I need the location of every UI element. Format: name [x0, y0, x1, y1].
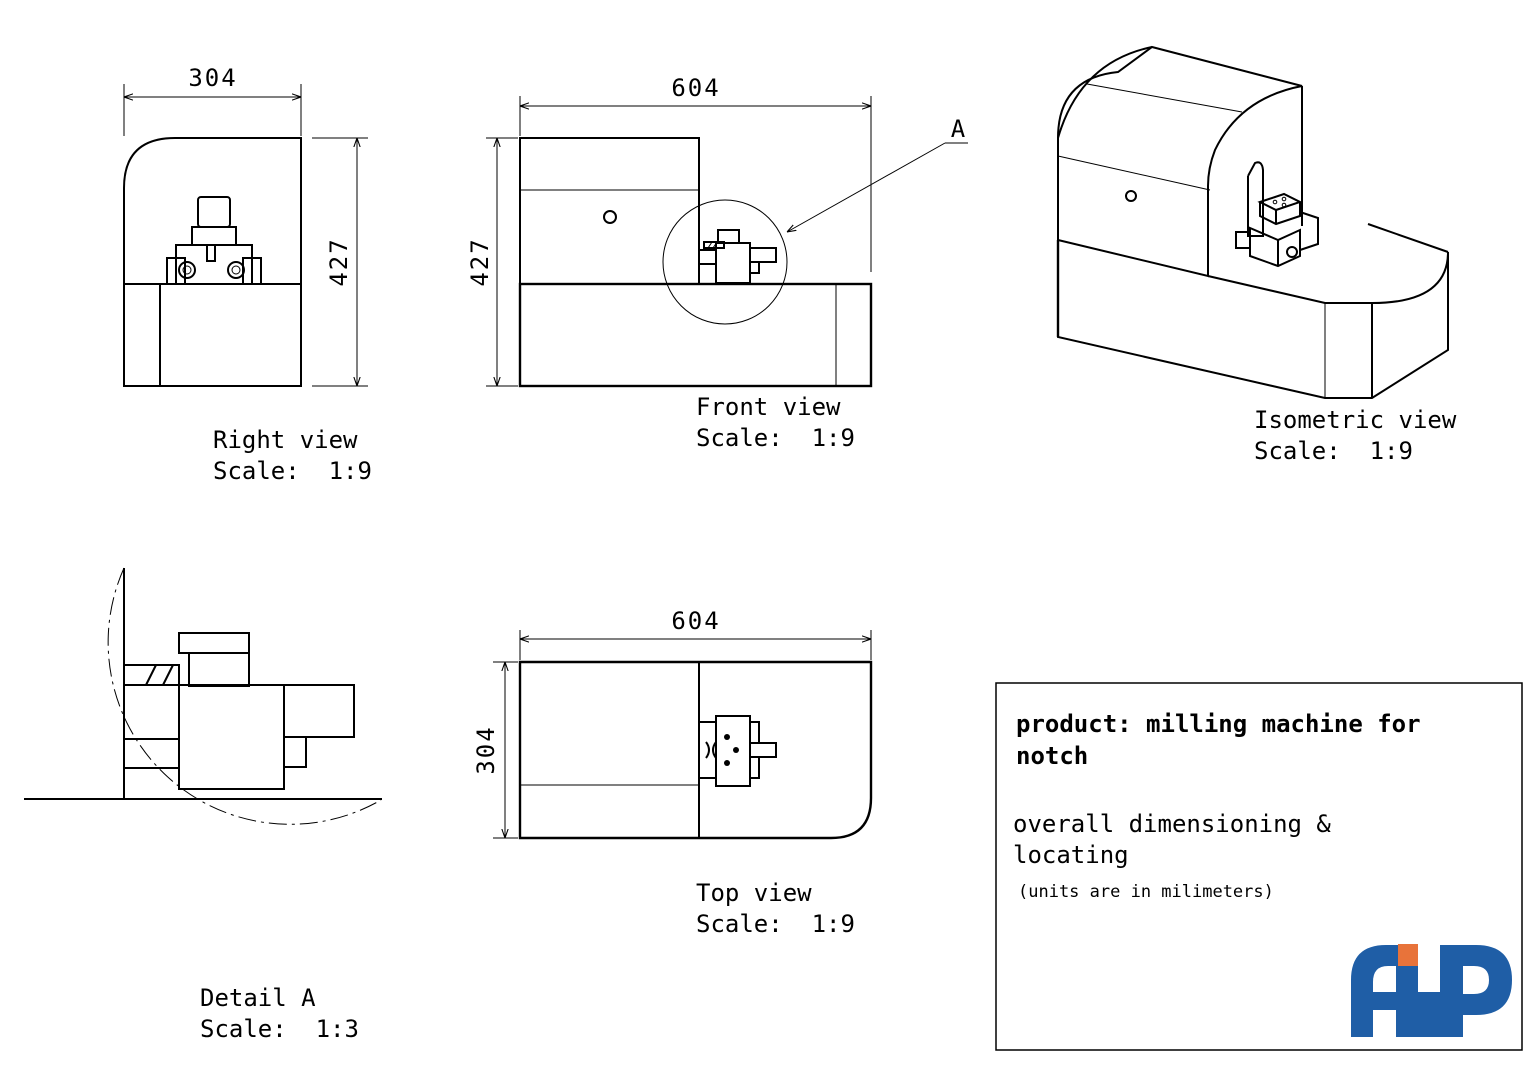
title-block-frame	[995, 682, 1523, 1051]
isometric-view-caption: Isometric view	[1254, 406, 1457, 434]
detail-a-view: Detail A Scale: 1:3	[24, 567, 382, 1043]
right-view-width-dimension: 304	[123, 64, 302, 136]
right-view: 304 427 Right view Scale: 1:9	[123, 64, 372, 485]
iso-housing-outline	[1057, 45, 1303, 240]
front-view-base	[518, 282, 873, 388]
right-view-scale: Scale: 1:9	[213, 457, 372, 485]
front-view-scale: Scale: 1:9	[696, 424, 855, 452]
top-view-outline	[518, 660, 873, 840]
detail-a-caption: Detail A	[200, 984, 316, 1012]
right-view-fixture	[166, 196, 262, 285]
top-view-width-label: 604	[671, 607, 720, 635]
right-view-width-label: 304	[188, 64, 237, 92]
front-view-hole	[603, 210, 617, 224]
title-block-units-note: (units are in milimeters)	[1018, 882, 1274, 902]
top-view-caption: Top view	[696, 879, 812, 907]
detail-a-callout-label: A	[951, 115, 967, 143]
right-view-height-dimension: 427	[312, 137, 368, 387]
front-view-width-dimension: 604	[519, 74, 872, 272]
top-view-fixture	[699, 715, 777, 787]
top-view-scale: Scale: 1:9	[696, 910, 855, 938]
top-view-width-dimension: 604	[519, 607, 872, 660]
title-block: product: milling machine for notch overa…	[995, 682, 1523, 1051]
detail-a-callout-circle	[662, 199, 788, 325]
right-view-height-label: 427	[325, 237, 353, 286]
detail-a-scale: Scale: 1:3	[200, 1015, 359, 1043]
detail-a-fixture	[123, 632, 355, 790]
detail-a-leader	[787, 142, 946, 232]
top-view-height-dimension: 304	[472, 661, 518, 839]
company-logo	[1351, 944, 1512, 1037]
front-view-height-dimension: 427	[466, 137, 518, 387]
right-view-housing	[123, 137, 302, 284]
iso-hole	[1125, 190, 1137, 202]
top-view-height-label: 304	[472, 725, 500, 774]
isometric-view: Isometric view Scale: 1:9	[1056, 45, 1457, 465]
front-view-fixture	[699, 229, 777, 284]
front-view: A 604 427 Front view Scale: 1:9	[466, 74, 968, 452]
title-block-product-line2: notch	[1016, 742, 1088, 770]
front-view-caption: Front view	[696, 393, 841, 421]
title-block-description-line1: overall dimensioning &	[1013, 810, 1331, 838]
title-block-product-line1: product: milling machine for	[1016, 710, 1421, 738]
title-block-description-line2: locating	[1013, 841, 1129, 869]
detail-a-boundary	[107, 567, 382, 825]
front-view-height-label: 427	[466, 237, 494, 286]
right-view-caption: Right view	[213, 426, 358, 454]
isometric-view-scale: Scale: 1:9	[1254, 437, 1413, 465]
front-view-width-label: 604	[671, 74, 720, 102]
iso-fixture	[1235, 192, 1319, 268]
top-view: 604 304 Top view Scale: 1:9	[472, 607, 873, 938]
iso-base-outline	[1057, 240, 1449, 399]
right-view-base	[123, 283, 302, 387]
